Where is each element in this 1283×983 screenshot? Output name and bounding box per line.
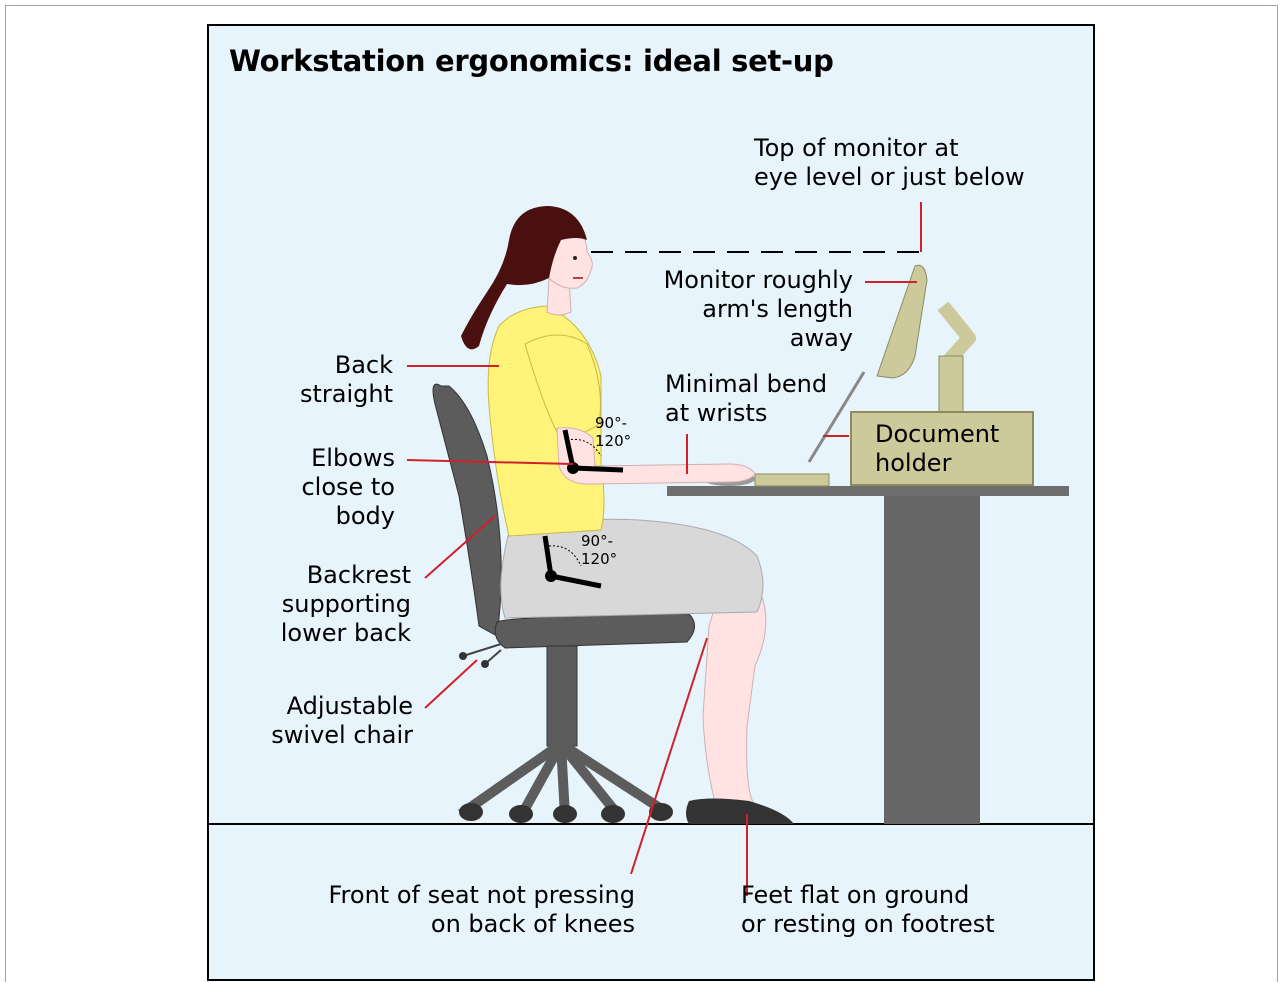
elbow-angle-label: 90°- 120°: [595, 414, 631, 450]
diagram-title: Workstation ergonomics: ideal set-up: [229, 44, 834, 78]
label-seat-front: Front of seat not pressing on back of kn…: [249, 881, 635, 939]
label-monitor-distance: Monitor roughly arm's length away: [613, 266, 853, 353]
label-back-straight: Back straight: [269, 351, 393, 409]
diagram-panel: Workstation ergonomics: ideal set-up Top…: [207, 24, 1095, 981]
label-backrest: Backrest supporting lower back: [229, 561, 411, 648]
label-document-holder: Document holder: [875, 420, 999, 478]
label-swivel-chair: Adjustable swivel chair: [219, 692, 413, 750]
label-wrists: Minimal bend at wrists: [665, 370, 827, 428]
label-monitor-top: Top of monitor at eye level or just belo…: [754, 134, 1025, 192]
keyboard: [755, 474, 829, 486]
hip-angle-label: 90°- 120°: [581, 532, 617, 568]
label-feet: Feet flat on ground or resting on footre…: [741, 881, 995, 939]
label-elbows: Elbows close to body: [249, 444, 395, 531]
figure-frame: Workstation ergonomics: ideal set-up Top…: [5, 5, 1278, 982]
